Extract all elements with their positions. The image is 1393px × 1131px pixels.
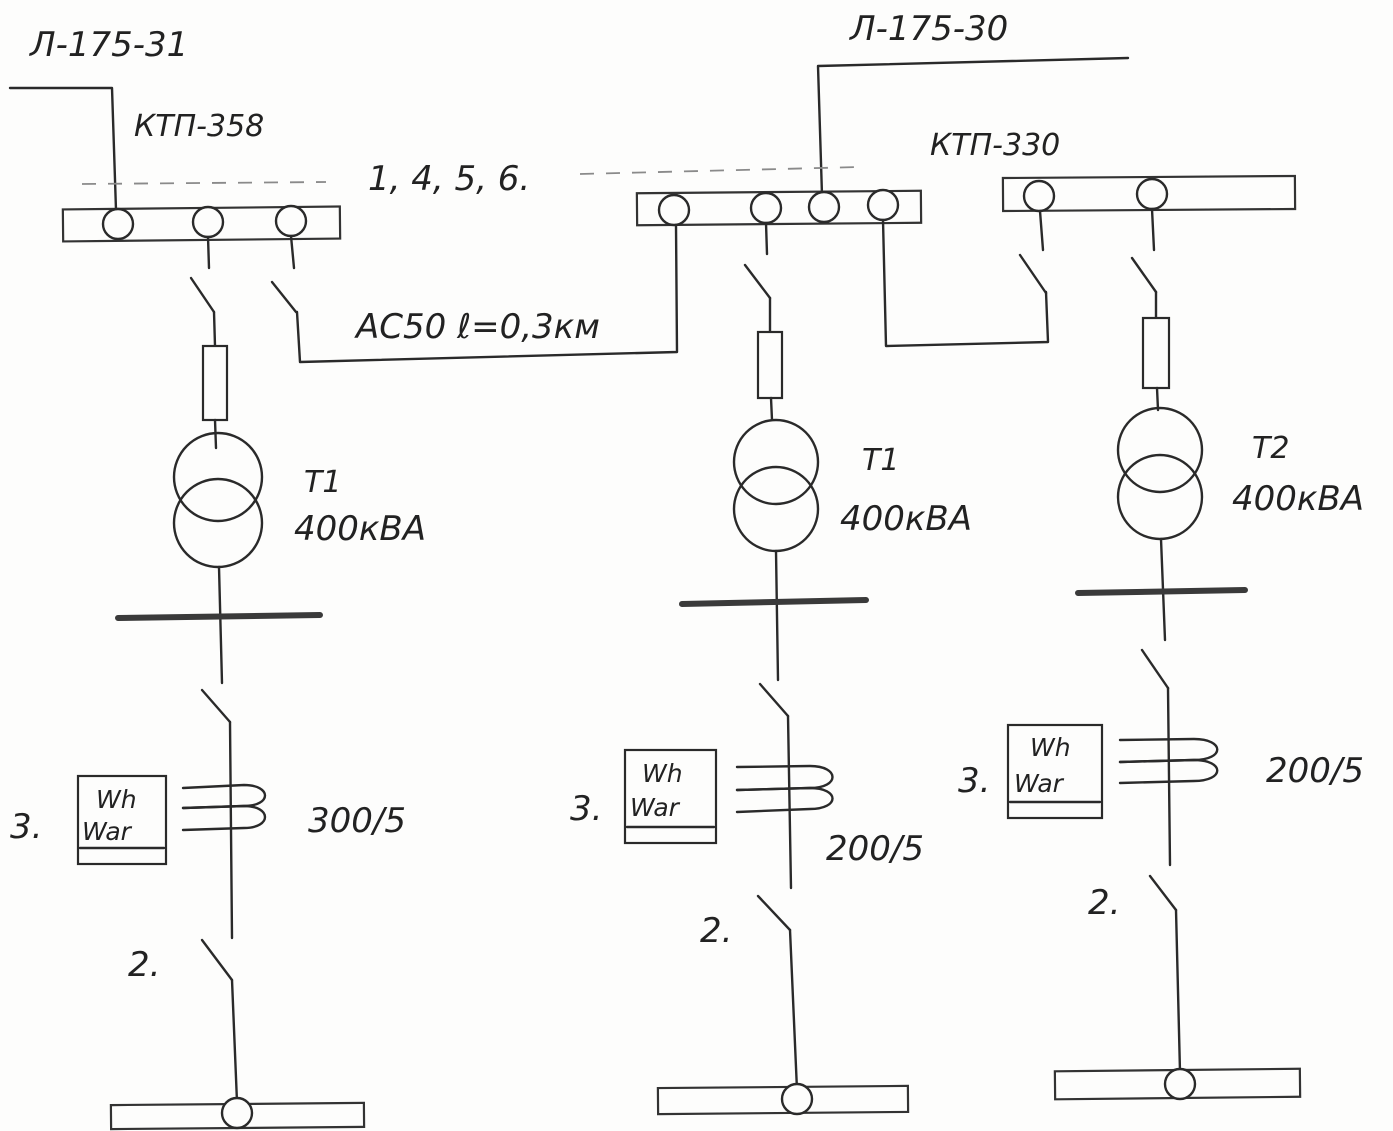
label-transformer-mid-name: Т1 [862,443,899,478]
transformer-mid-coil-2 [732,465,820,553]
label-num3-right: 3. [958,761,990,801]
lv-bus-mid [679,597,869,607]
label-num2-left: 2. [128,945,160,985]
meter-right-wh: Wh [1030,733,1071,762]
feed-line-left [8,86,118,212]
meter-mid-var: War [630,793,681,822]
label-ktp-right: КТП-330 [930,128,1060,163]
lv-bus-right [1075,587,1248,596]
label-num2-right: 2. [1088,883,1120,923]
chain-right [1075,207,1248,1074]
label-transformer-left-name: Т1 [304,465,341,500]
transformer-right-coil-2 [1116,453,1204,541]
meter-left-wh: Wh [96,785,137,814]
chain-mid [679,221,869,1092]
meter-box-left [76,774,168,866]
label-num3-mid: 3. [570,789,602,829]
transformer-left-coil-2 [172,477,264,569]
label-ct-right: 200/5 [1266,751,1364,791]
label-num2-mid: 2. [700,911,732,951]
transformer-right-coil-1 [1116,406,1204,494]
label-sections: 1, 4, 5, 6. [368,159,530,199]
label-ct-left: 300/5 [308,801,406,841]
fuse-mid [756,330,784,400]
label-transformer-mid-rating: 400кВА [840,499,972,539]
label-transformer-right-name: Т2 [1252,431,1289,466]
label-line-mid: Л-175-30 [848,9,1008,49]
meter-right-var: War [1014,769,1065,798]
chain-left [115,235,323,1104]
transformer-left-coil-1 [172,431,264,523]
meter-mid-wh: Wh [642,759,683,788]
transformer-mid-coil-1 [732,418,820,506]
label-transformer-right-rating: 400кВА [1232,479,1364,519]
label-cable: АС50 ℓ=0,3км [354,307,600,347]
bus-terminals [101,177,1169,241]
label-ktp-left: КТП-358 [134,109,264,144]
cable-link-left-to-mid [270,223,679,364]
meter-left-var: War [82,817,133,846]
feed-line-mid [816,56,1130,197]
label-num3-left: 3. [10,807,42,847]
fuse-right [1141,316,1171,390]
lv-bus-left [115,612,323,621]
label-transformer-left-rating: 400кВА [294,509,426,549]
section-boundary-dashed [81,166,861,185]
label-line-left: Л-175-31 [28,25,188,65]
cable-link-mid-to-right [881,209,1050,348]
label-ct-mid: 200/5 [826,829,924,869]
fuse-left [201,344,229,422]
